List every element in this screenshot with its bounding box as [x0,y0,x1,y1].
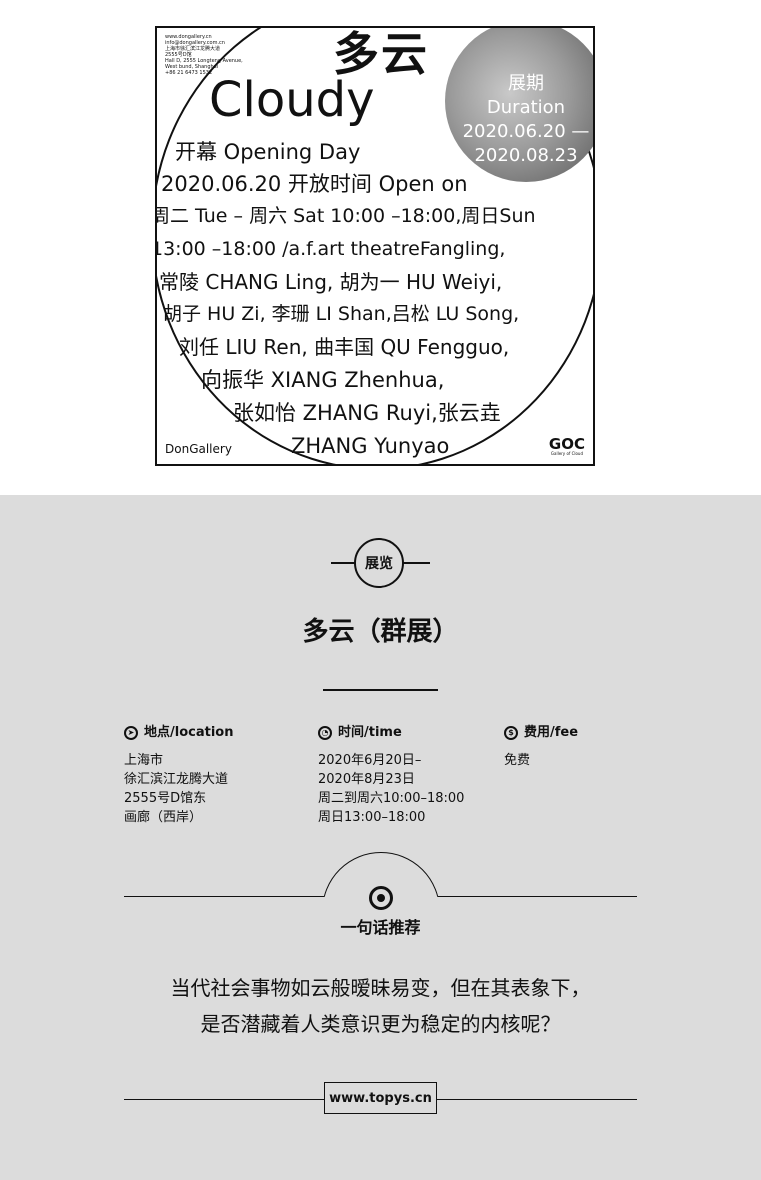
poster-line: 刘任 LIU Ren, 曲丰国 QU Fengguo, [179,335,510,359]
location-header: ➤ 地点/location [124,723,314,743]
poster-title-en: Cloudy [209,72,375,128]
footer-link-text: www.topys.cn [329,1090,432,1106]
compass-icon: ➤ [124,726,138,740]
time-line: 周日13:00–18:00 [318,810,426,825]
location-line: 2555号D馆东 [124,791,207,806]
duration-line: 2020.08.23 [474,145,578,166]
badge-line-right [403,562,430,564]
recommend-header: 一句话推荐 [0,852,761,942]
recommend-arch [322,852,440,897]
clock-icon: ◔ [318,726,332,740]
goc-logo-text: GOC [548,435,585,453]
time-line: 2020年6月20日– [318,753,422,768]
address-line: Hall D, 2555 Longteng Avenue, [165,58,243,64]
time-text: 2020年6月20日– 2020年8月23日 周二到周六10:00–18:00 … [318,751,508,827]
fee-label: 费用/fee [524,725,579,740]
dongallery-logo: DonGallery [165,442,232,456]
poster-line: 2020.06.20 开放时间 Open on [161,172,468,196]
poster-line: 胡子 HU Zi, 李珊 LI Shan,吕松 LU Song, [163,303,520,325]
dollar-icon: $ [504,726,518,740]
fee-text: 免费 [504,751,694,770]
poster-area: www.dongallery.cn info@dongallery.com.cn… [0,0,761,495]
poster-line: 周二 Tue – 周六 Sat 10:00 –18:00,周日Sun [155,205,536,227]
recommend-label: 一句话推荐 [340,918,421,937]
address-line: West bund, Shanghai [165,64,219,70]
location-label: 地点/location [144,725,234,740]
footer: www.topys.cn [0,1080,761,1116]
fee-block: $ 费用/fee 免费 [504,723,694,770]
address-line: www.dongallery.cn [165,34,212,40]
poster-line: 张如怡 ZHANG Ruyi,张云垚 [233,401,501,425]
address-line: +86 21 6473 1532 [165,70,213,76]
target-icon [369,886,393,910]
poster-line: 开幕 Opening Day [175,140,361,164]
poster-line: 13:00 –18:00 /a.f.art theatreFangling, [155,238,506,260]
poster-address: www.dongallery.cn info@dongallery.com.cn… [165,34,255,76]
duration-line: Duration [486,97,566,118]
quote-line: 当代社会事物如云般暧昧易变，但在其表象下， [170,976,591,1000]
goc-logo-sub: Gallery of Cloud [550,451,583,456]
duration-line: 展期 [508,73,544,94]
location-line: 徐汇滨江龙腾大道 [124,772,229,787]
duration-disc: 展期 Duration 2020.06.20 — 2020.08.23 [445,28,593,182]
exhibition-poster: www.dongallery.cn info@dongallery.com.cn… [155,26,595,466]
poster-line: 向振华 XIANG Zhenhua, [201,368,445,392]
time-header: ◔ 时间/time [318,723,508,743]
quote-line: 是否潜藏着人类意识更为稳定的内核呢？ [200,1012,561,1036]
time-line: 2020年8月23日 [318,772,415,787]
recommend-quote: 当代社会事物如云般暧昧易变，但在其表象下， 是否潜藏着人类意识更为稳定的内核呢？ [0,970,761,1042]
address-line: 上海市徐汇滨江龙腾大道 [165,46,221,52]
footer-line-left [124,1099,324,1100]
location-block: ➤ 地点/location 上海市 徐汇滨江龙腾大道 2555号D馆东 画廊（西… [124,723,314,827]
poster-title-zh: 多云 [333,27,429,81]
section-badge-row: 展览 [0,538,761,588]
time-line: 周二到周六10:00–18:00 [318,791,465,806]
page-title: 多云（群展） [302,617,459,647]
poster-line: 常陵 CHANG Ling, 胡为一 HU Weiyi, [159,270,503,294]
goc-logo: GOC Gallery of Cloud [548,435,585,457]
time-label: 时间/time [338,725,402,740]
footer-line-right [437,1099,637,1100]
location-line: 上海市 [124,753,164,768]
address-line: 2555号D馆 [165,52,192,58]
footer-link[interactable]: www.topys.cn [324,1082,437,1114]
address-line: info@dongallery.com.cn [165,40,225,46]
section-badge: 展览 [354,538,404,588]
badge-line-left [331,562,355,564]
location-line: 画廊（西岸） [124,810,203,825]
recommend-line-left [124,896,324,897]
fee-header: $ 费用/fee [504,723,694,743]
duration-line: 2020.06.20 — [462,121,590,142]
location-text: 上海市 徐汇滨江龙腾大道 2555号D馆东 画廊（西岸） [124,751,314,827]
section-badge-label: 展览 [365,556,393,572]
poster-line: ZHANG Yunyao [291,434,450,458]
title-divider [323,689,438,691]
fee-line: 免费 [504,753,531,768]
recommend-line-right [438,896,637,897]
time-block: ◔ 时间/time 2020年6月20日– 2020年8月23日 周二到周六10… [318,723,508,827]
